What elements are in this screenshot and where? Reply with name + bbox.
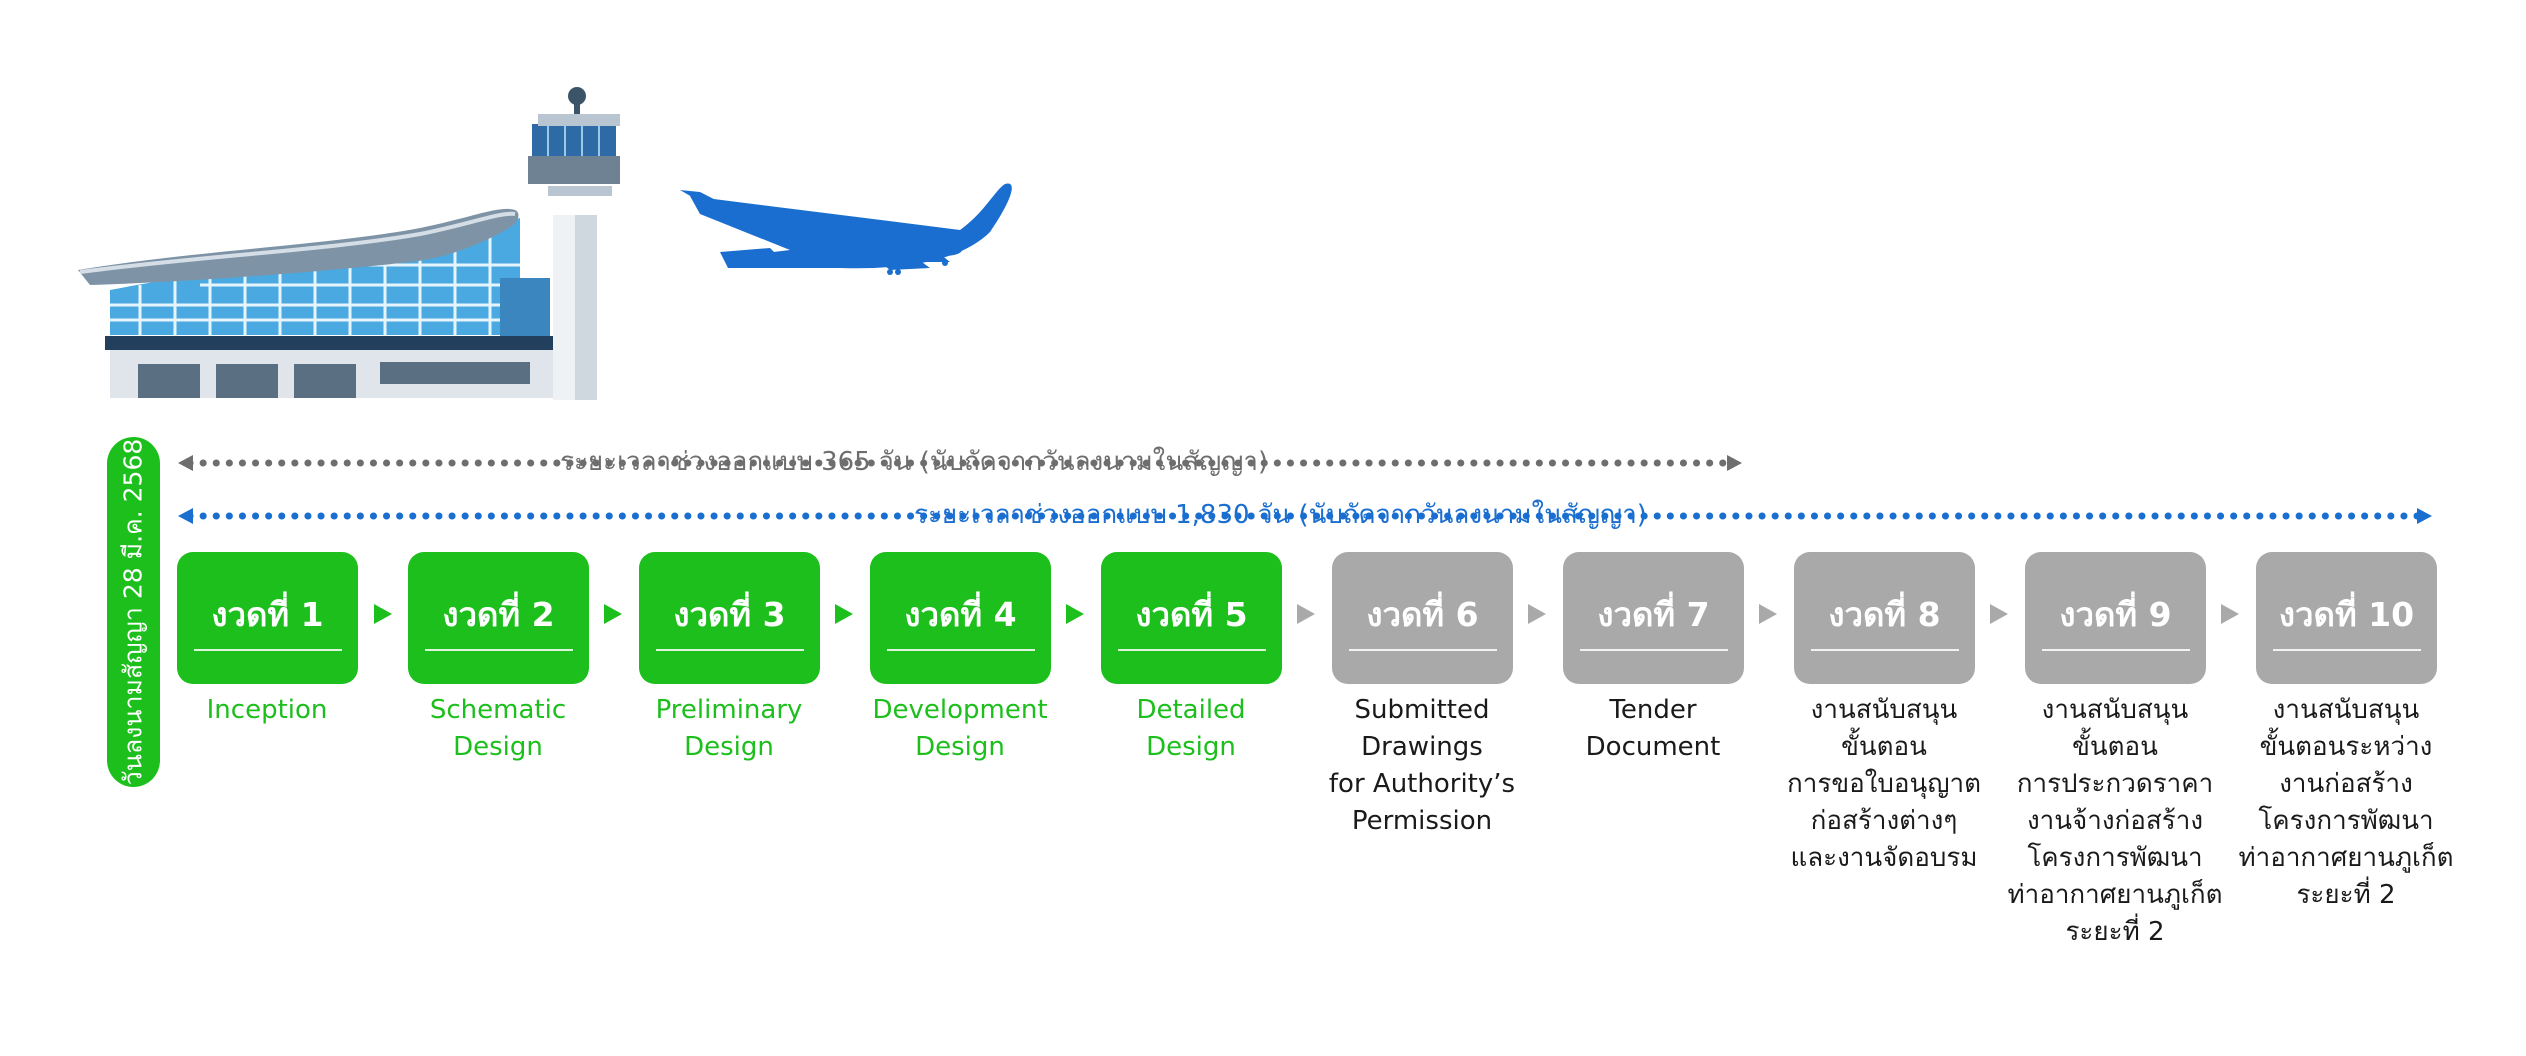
stage-box-8: งวดที่ 8 [1794, 552, 1975, 684]
stage-label-2: งวดที่ 2 [442, 595, 555, 634]
stage-rule [1117, 649, 1266, 651]
stage-desc-9: งานสนับสนุน ขั้นตอน การประกวดราคา งานจ้า… [2007, 695, 2223, 947]
arrow-9-10 [2221, 604, 2239, 624]
stage-desc-8: งานสนับสนุน ขั้นตอน การขอใบอนุญาต ก่อสร้… [1787, 695, 1981, 873]
stage-rule [193, 649, 342, 651]
stage-desc-7: Tender Document [1585, 695, 1721, 762]
stage-rule [886, 649, 1035, 651]
stage-rule [1579, 649, 1728, 651]
stage-rule [2041, 649, 2190, 651]
stage-rule [1810, 649, 1959, 651]
stage-box-5: งวดที่ 5 [1101, 552, 1282, 684]
stage-box-1: งวดที่ 1 [177, 552, 358, 684]
stage-desc-3: Preliminary Design [655, 695, 803, 762]
stage-rule [1348, 649, 1497, 651]
stage-box-4: งวดที่ 4 [870, 552, 1051, 684]
stage-desc-5: Detailed Design [1136, 695, 1246, 762]
stage-desc-10: งานสนับสนุน ขั้นตอนระหว่าง งานก่อสร้าง โ… [2238, 695, 2454, 910]
stage-label-3: งวดที่ 3 [673, 595, 786, 634]
range-1830-line [178, 508, 2432, 524]
stage-desc-6: Submitted Drawings for Authority’s Permi… [1328, 695, 1516, 836]
stage-box-7: งวดที่ 7 [1563, 552, 1744, 684]
stage-label-6: งวดที่ 6 [1366, 595, 1479, 634]
arrow-3-4 [835, 604, 853, 624]
arrow-4-5 [1066, 604, 1084, 624]
stage-box-2: งวดที่ 2 [408, 552, 589, 684]
stage-rule [655, 649, 804, 651]
stage-desc-1: Inception [206, 695, 328, 725]
stage-box-9: งวดที่ 9 [2025, 552, 2206, 684]
arrow-1-2 [374, 604, 392, 624]
stage-rule [2272, 649, 2421, 651]
stage-label-1: งวดที่ 1 [211, 595, 324, 634]
stage-desc-4: Development Design [872, 695, 1048, 762]
stage-label-8: งวดที่ 8 [1828, 595, 1941, 634]
stage-label-10: งวดที่ 10 [2278, 595, 2415, 634]
airplane-icon [680, 183, 1012, 275]
stage-box-10: งวดที่ 10 [2256, 552, 2437, 684]
arrow-2-3 [604, 604, 622, 624]
stage-label-5: งวดที่ 5 [1135, 595, 1248, 634]
contract-date-badge: วันลงนามสัญญา 28 มี.ค. 2568 [107, 437, 160, 787]
airport-terminal-icon [78, 87, 620, 400]
stage-desc-2: Schematic Design [429, 695, 567, 762]
stage-box-3: งวดที่ 3 [639, 552, 820, 684]
arrow-5-6 [1297, 604, 1315, 624]
range-365-line [178, 455, 1742, 471]
arrow-6-7 [1528, 604, 1546, 624]
arrow-8-9 [1990, 604, 2008, 624]
stage-box-6: งวดที่ 6 [1332, 552, 1513, 684]
stage-label-7: งวดที่ 7 [1597, 595, 1710, 634]
arrow-7-8 [1759, 604, 1777, 624]
stage-arrows [374, 604, 2239, 624]
stage-rule [424, 649, 573, 651]
stage-label-9: งวดที่ 9 [2059, 595, 2172, 634]
stage-label-4: งวดที่ 4 [904, 595, 1017, 634]
